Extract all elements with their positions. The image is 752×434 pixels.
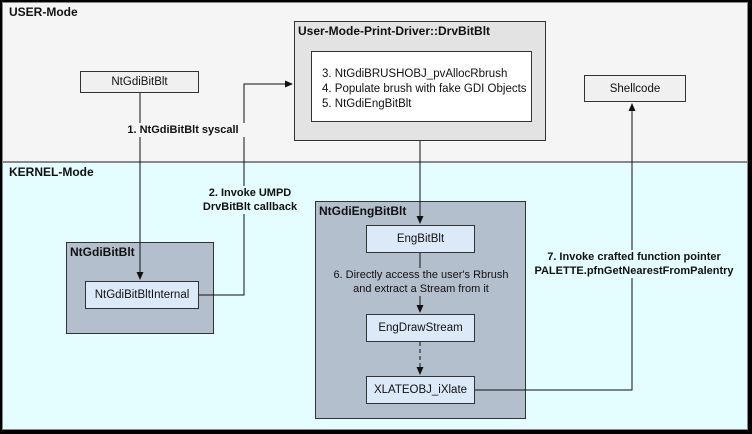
- driver-group-title: User-Mode-Print-Driver::DrvBitBlt: [298, 24, 491, 38]
- label-step6-line1: 6. Directly access the user's Rbrush: [333, 269, 509, 281]
- edge-function-pointer: [475, 103, 636, 391]
- xlateobj-node: XLATEOBJ_iXlate: [366, 376, 475, 404]
- ntgdiengbitblt-group-title: NtGdiEngBitBlt: [319, 204, 407, 218]
- label-step6: 6. Directly access the user's Rbrush and…: [322, 268, 520, 296]
- shellcode-node: Shellcode: [584, 75, 686, 102]
- label-step7: 7. Invoke crafted function pointer PALET…: [530, 250, 738, 278]
- user-mode-title: USER-Mode: [9, 5, 78, 19]
- label-step6-line2: and extract a Stream from it: [353, 283, 489, 295]
- kernel-mode-title: KERNEL-Mode: [9, 165, 94, 179]
- driver-step-3: 3. NtGdiBRUSHOBJ_pvAllocRbrush: [322, 68, 508, 80]
- shellcode-label: Shellcode: [609, 82, 661, 95]
- engbitblt-node: EngBitBlt: [366, 225, 475, 253]
- engbitblt-label: EngBitBlt: [396, 233, 445, 245]
- driver-step-4: 4. Populate brush with fake GDI Objects: [322, 83, 527, 95]
- ntgdibitblt-internal-node: NtGdiBitBltInternal: [85, 281, 199, 309]
- engdrawstream-node: EngDrawStream: [366, 314, 475, 342]
- driver-step-5: 5. NtGdiEngBitBlt: [322, 98, 412, 110]
- label-step2: 2. Invoke UMPD DrvBitBlt callback: [190, 186, 310, 214]
- xlateobj-label: XLATEOBJ_iXlate: [373, 384, 468, 396]
- driver-group: User-Mode-Print-Driver::DrvBitBlt 3. NtG…: [294, 21, 546, 141]
- ntgdibitblt-group-title: NtGdiBitBlt: [70, 245, 135, 259]
- label-step7-line1: 7. Invoke crafted function pointer: [547, 251, 721, 263]
- label-step2-line2: DrvBitBlt callback: [202, 201, 298, 213]
- ntgdibitblt-user-node: NtGdiBitBlt: [80, 71, 199, 93]
- ntgdibitblt-internal-label: NtGdiBitBltInternal: [94, 289, 190, 301]
- driver-steps-box: 3. NtGdiBRUSHOBJ_pvAllocRbrush 4. Popula…: [311, 51, 532, 122]
- engdrawstream-label: EngDrawStream: [378, 322, 463, 334]
- label-step7-line2: PALETTE.pfnGetNearestFromPalentry: [534, 265, 734, 277]
- label-step1: 1. NtGdiBitBlt syscall: [112, 123, 254, 137]
- label-step2-line1: 2. Invoke UMPD: [208, 187, 292, 199]
- ntgdibitblt-user-label: NtGdiBitBlt: [111, 76, 168, 88]
